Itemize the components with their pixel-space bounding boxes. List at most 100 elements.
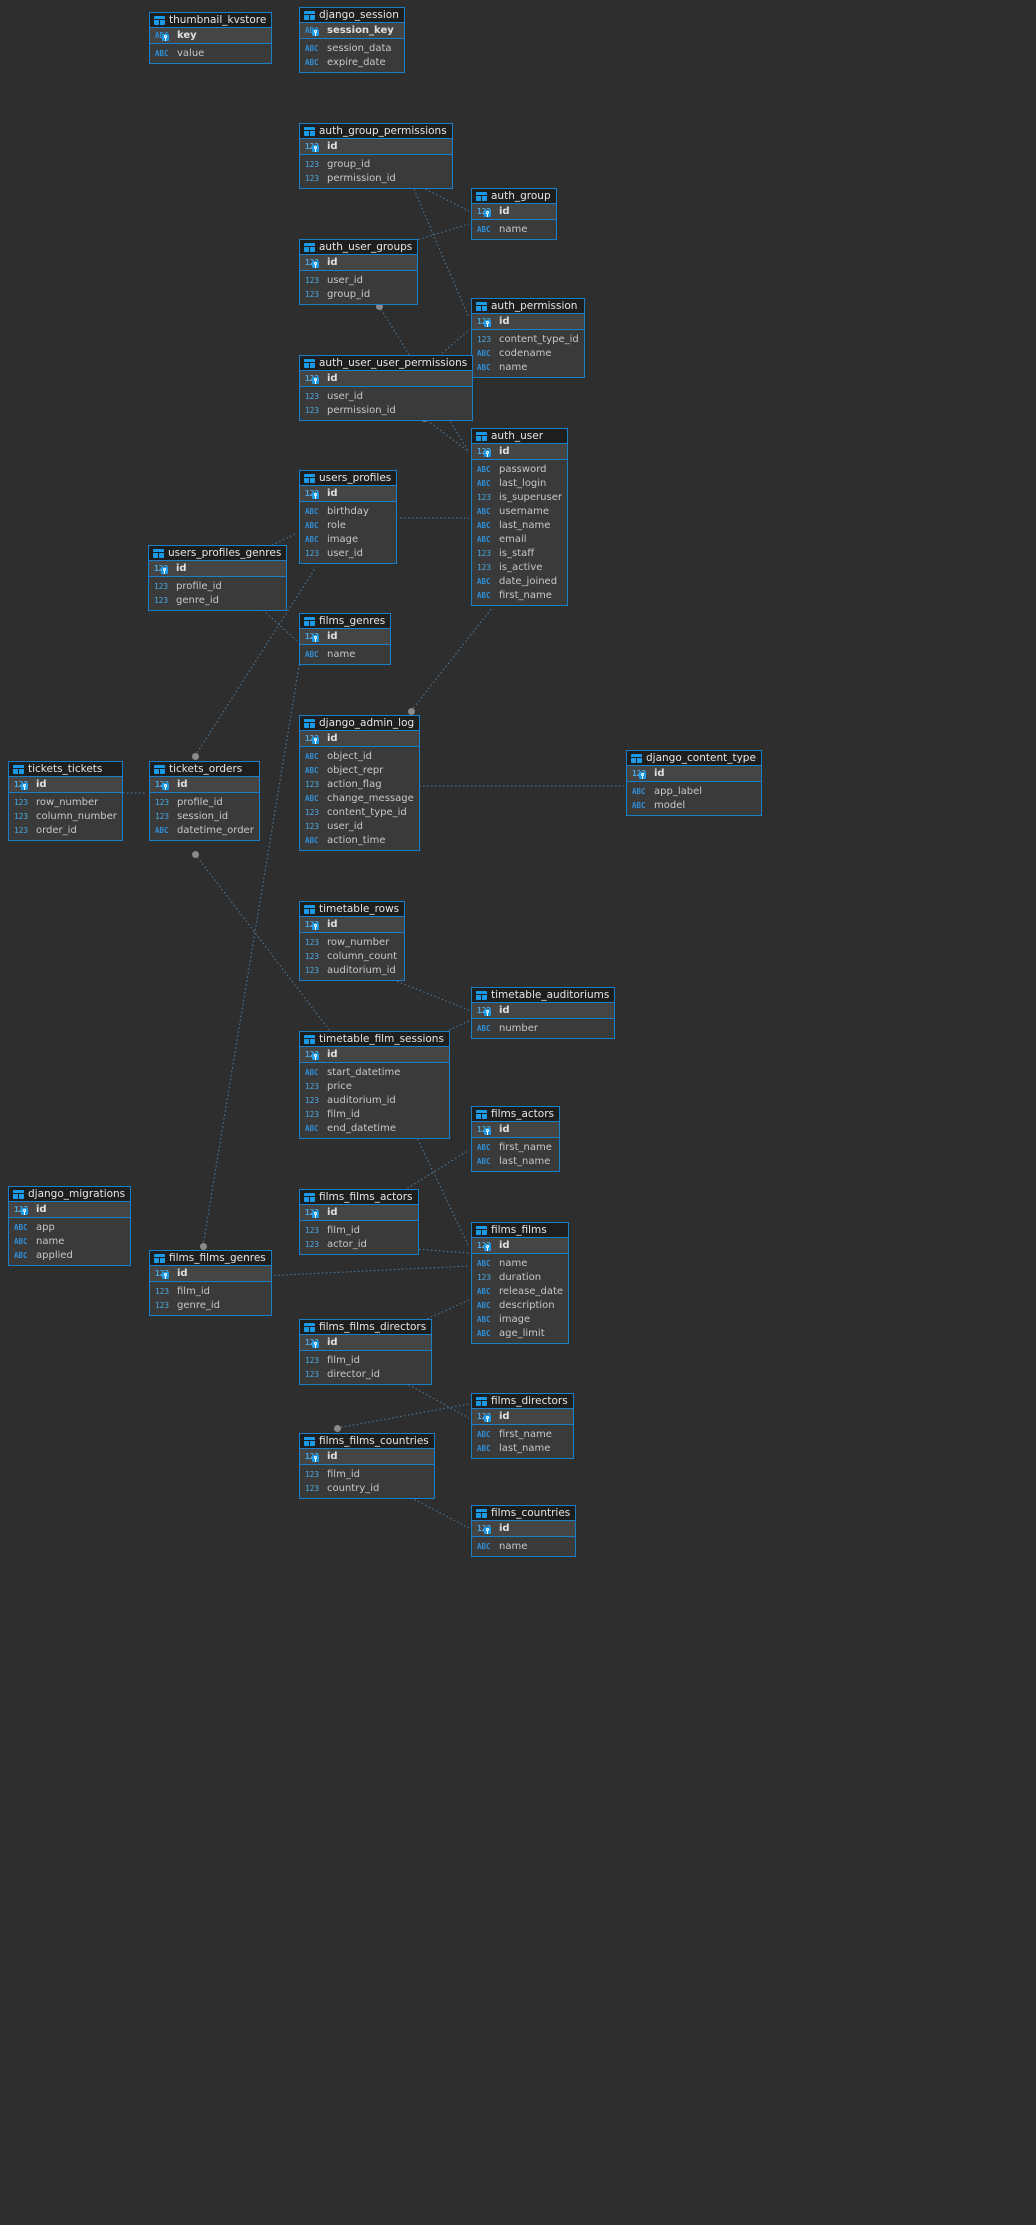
table-node[interactable]: users_profiles_genres123id123profile_id1… bbox=[148, 545, 288, 611]
primary-key-row[interactable]: 123id bbox=[472, 1003, 615, 1019]
primary-key-row[interactable]: ABCkey bbox=[150, 28, 272, 44]
primary-key-row[interactable]: 123id bbox=[300, 486, 397, 502]
table-node[interactable]: auth_group123idABCname bbox=[471, 188, 557, 240]
primary-key-row[interactable]: 123id bbox=[9, 1202, 131, 1218]
primary-key-row[interactable]: 123id bbox=[300, 139, 452, 155]
table-header[interactable]: tickets_tickets bbox=[9, 762, 122, 777]
table-node[interactable]: films_films_directors123id123film_id123d… bbox=[299, 1319, 433, 1385]
table-header[interactable]: auth_user bbox=[472, 429, 567, 444]
relation-endpoint[interactable] bbox=[333, 1424, 341, 1432]
table-header[interactable]: users_profiles_genres bbox=[149, 546, 287, 561]
table-header[interactable]: films_directors bbox=[472, 1394, 573, 1409]
table-node[interactable]: films_genres123idABCname bbox=[299, 613, 392, 665]
relation-endpoint[interactable] bbox=[191, 752, 199, 760]
table-node[interactable]: django_migrations123idABCappABCnameABCap… bbox=[8, 1186, 132, 1266]
table-node[interactable]: auth_group_permissions123id123group_id12… bbox=[299, 123, 453, 189]
table-node[interactable]: auth_permission123id123content_type_idAB… bbox=[471, 298, 585, 378]
primary-key-row[interactable]: 123id bbox=[300, 1047, 449, 1063]
primary-key-row[interactable]: 123id bbox=[300, 1205, 418, 1221]
table-node[interactable]: timetable_rows123id123row_number123colum… bbox=[299, 901, 406, 981]
primary-key-row[interactable]: 123id bbox=[149, 561, 287, 577]
table-header[interactable]: films_films_genres bbox=[150, 1251, 271, 1266]
table-node[interactable]: tickets_tickets123id123row_number123colu… bbox=[8, 761, 123, 841]
table-node[interactable]: timetable_film_sessions123idABCstart_dat… bbox=[299, 1031, 450, 1139]
primary-key-row[interactable]: 123id bbox=[472, 1238, 569, 1254]
primary-key-row[interactable]: 123id bbox=[472, 1521, 576, 1537]
table-node[interactable]: films_directors123idABCfirst_nameABClast… bbox=[471, 1393, 574, 1459]
table-header[interactable]: django_content_type bbox=[627, 751, 761, 766]
table-header[interactable]: films_actors bbox=[472, 1107, 560, 1122]
table-node[interactable]: films_countries123idABCname bbox=[471, 1505, 577, 1557]
table-header[interactable]: tickets_orders bbox=[150, 762, 259, 777]
table-node[interactable]: films_films_countries123id123film_id123c… bbox=[299, 1433, 435, 1499]
table-header[interactable]: users_profiles bbox=[300, 471, 397, 486]
primary-key-row[interactable]: 123id bbox=[300, 629, 391, 645]
primary-key-row[interactable]: 123id bbox=[472, 444, 567, 460]
table-node[interactable]: thumbnail_kvstoreABCkeyABCvalue bbox=[149, 12, 273, 64]
table-header[interactable]: django_migrations bbox=[9, 1187, 131, 1202]
primary-key-row[interactable]: 123id bbox=[300, 1449, 434, 1465]
primary-key-row[interactable]: 123id bbox=[300, 917, 405, 933]
table-node[interactable]: users_profiles123idABCbirthdayABCroleABC… bbox=[299, 470, 398, 564]
table-node[interactable]: timetable_auditoriums123idABCnumber bbox=[471, 987, 616, 1039]
table-header[interactable]: django_admin_log bbox=[300, 716, 420, 731]
table-header[interactable]: django_session bbox=[300, 8, 404, 23]
table-node[interactable]: films_actors123idABCfirst_nameABClast_na… bbox=[471, 1106, 561, 1172]
primary-key-row[interactable]: 123id bbox=[472, 204, 556, 220]
table-header[interactable]: films_films_actors bbox=[300, 1190, 418, 1205]
primary-key-row[interactable]: 123id bbox=[472, 1122, 560, 1138]
